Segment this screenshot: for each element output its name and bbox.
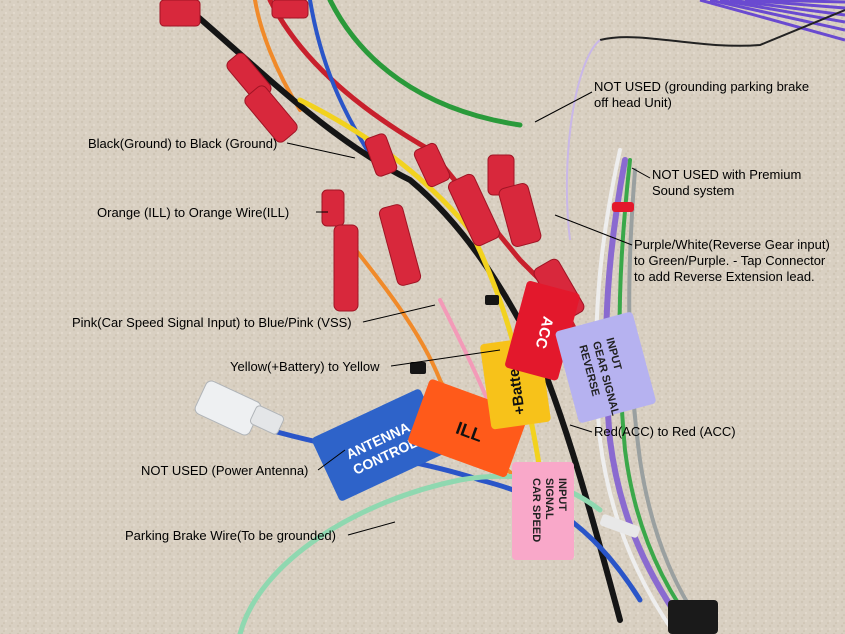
leader-red-acc: [569, 424, 593, 433]
connector-8: [378, 204, 422, 286]
connector-12: [498, 182, 542, 248]
callout-not-used-antenna: NOT USED (Power Antenna): [141, 463, 309, 478]
thin-purple-loop: [565, 39, 601, 241]
tag-car-speed-label-2: SIGNAL: [543, 478, 555, 520]
tag-car-speed-label-1: CAR SPEED: [530, 478, 542, 542]
connector-7: [364, 133, 398, 177]
tag-car-speed: CAR SPEED SIGNAL INPUT: [512, 462, 574, 560]
bundle-gray: [627, 168, 712, 634]
connector-1: [159, 0, 201, 27]
callout-purple-white-1: Purple/White(Reverse Gear input): [634, 237, 830, 252]
harness-plug: [668, 600, 718, 634]
leader-lines: [286, 91, 651, 536]
callout-not-used-premium-1: NOT USED with Premium: [652, 167, 802, 182]
callout-red-acc: Red(ACC) to Red (ACC): [594, 424, 736, 439]
zip-ties: [410, 295, 499, 374]
green-wire: [327, 0, 523, 128]
bundle-white: [594, 148, 677, 634]
tag-car-speed-label-3: INPUT: [556, 478, 568, 511]
callout-black-ground: Black(Ground) to Black (Ground): [88, 136, 278, 151]
connector-9: [413, 142, 451, 188]
leader-parking-brake: [347, 521, 396, 536]
bundle-purple: [602, 157, 693, 634]
callout-pink-vss: Pink(Car Speed Signal Input) to Blue/Pin…: [72, 315, 352, 330]
connector-5: [321, 189, 345, 227]
leader-not-used-premium: [631, 167, 651, 179]
callout-yellow-battery: Yellow(+Battery) to Yellow: [230, 359, 380, 374]
connector-2: [271, 0, 309, 19]
tag-reverse-gear: REVERSE GEAR SIGNAL INPUT: [555, 312, 656, 423]
callout-purple-white-3: to add Reverse Extension lead.: [634, 269, 815, 284]
connector-4: [244, 85, 298, 143]
callout-not-used-parking-brake-2: off head Unit): [594, 95, 672, 110]
connector-6: [333, 224, 359, 312]
thin-black-wire-top: [599, 9, 845, 47]
leader-purple-white: [554, 214, 633, 246]
leader-not-used-parking: [534, 91, 593, 123]
cable-tie-red: [612, 202, 634, 212]
callout-not-used-premium-2: Sound system: [652, 183, 735, 198]
cable-tie-white: [599, 514, 641, 538]
leader-yellow-battery: [390, 349, 501, 367]
purple-cable-bundle: [699, 0, 845, 42]
callout-not-used-parking-brake-1: NOT USED (grounding parking brake: [594, 79, 810, 94]
leader-not-used-antenna: [317, 449, 346, 471]
clear-spade-connector: [194, 380, 285, 436]
callout-purple-white-2: to Green/Purple. - Tap Connector: [634, 253, 826, 268]
connector-10: [447, 173, 501, 247]
leader-pink-vss: [362, 304, 436, 323]
callout-parking-brake: Parking Brake Wire(To be grounded): [125, 528, 336, 543]
leader-black-ground: [286, 142, 356, 159]
callout-orange-ill: Orange (ILL) to Orange Wire(ILL): [97, 205, 290, 220]
bundle-green: [617, 158, 702, 634]
